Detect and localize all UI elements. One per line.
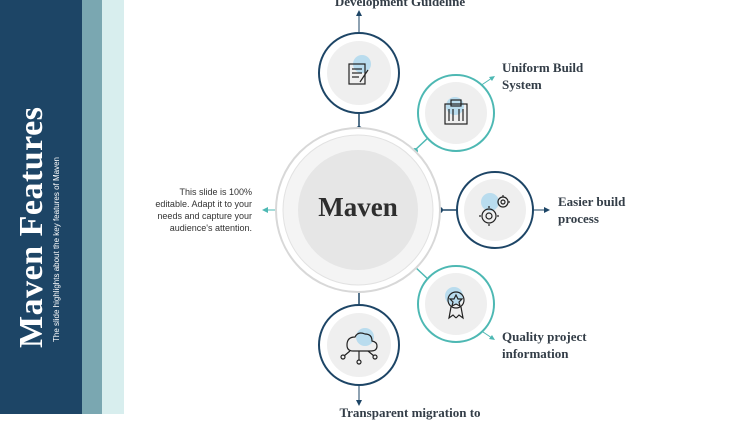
building-icon [444,99,468,125]
label-uniform-build-system: Uniform Build System [502,60,584,92]
document-icon [348,63,369,85]
cloud-network-icon [340,332,378,365]
label-transparent-migration: Transparent migration to [339,405,481,420]
building-icon-node [417,74,495,152]
maven-core [298,150,418,270]
document-icon-node [318,32,400,114]
label-easier-build-process: Easier build process [558,194,626,226]
gears-icon-node [456,171,534,249]
editable-note: This slide is 100% editable. Adapt it to… [155,187,252,233]
label-quality-project-information: Quality project information [502,329,587,361]
gears-icon [479,195,510,226]
sidebar-mid-band [82,0,102,414]
award-badge-icon [447,291,465,320]
sidebar-dark-band [0,0,82,414]
maven-center-label: Maven [318,192,398,222]
award-badge-icon-node [417,265,495,343]
label-development-guideline: Development Guideline [334,0,466,9]
sidebar-light-band [102,0,124,414]
cloud-network-icon-node [318,304,400,386]
